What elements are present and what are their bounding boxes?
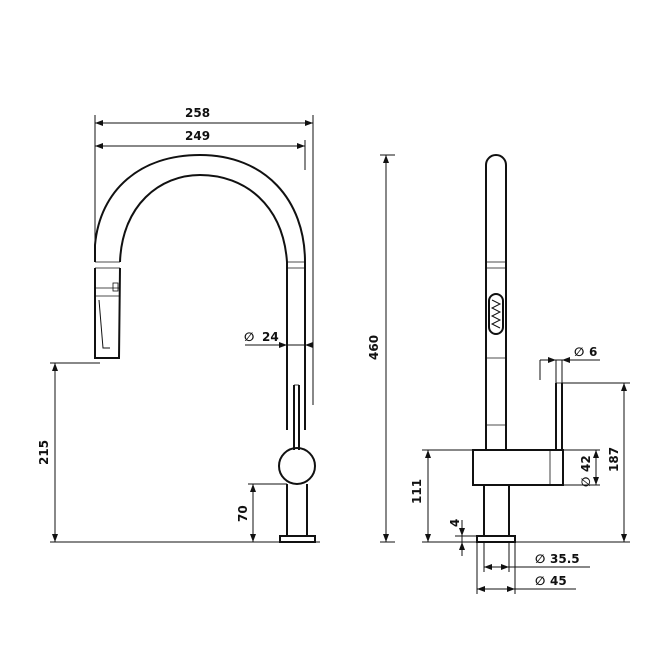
dim-45-arrow-right (507, 586, 515, 592)
dim-70-label: 70 (236, 505, 250, 522)
spray-head (94, 267, 121, 359)
dim-460-arrow-top (383, 155, 389, 163)
side-view: ∅ 6 ∅ 42 187 111 4 ∅ (410, 154, 630, 594)
dim-4-arrow-bottom (459, 542, 465, 550)
dim-70-arrow-bottom (250, 534, 256, 542)
dim-4-label: 4 (448, 519, 462, 527)
dim-215-label: 215 (37, 440, 51, 465)
dim-6-arrow-left (548, 357, 556, 363)
dim-42-arrow-bottom (593, 477, 599, 485)
dim-249-arrow-right (297, 143, 305, 149)
side-spray-grip (490, 299, 502, 329)
side-body-block (472, 449, 564, 486)
dim-355-arrow-left (484, 564, 492, 570)
spout-outer-outline (94, 153, 306, 430)
dim-249-arrow-left (95, 143, 103, 149)
dim-6-symbol: ∅ (574, 345, 584, 359)
dim-42-label: 42 (579, 455, 593, 472)
side-spray-button (488, 293, 504, 335)
dim-6-arrow-right (562, 357, 570, 363)
dim-187-arrow-bottom (621, 534, 627, 542)
dim-460-arrow-bottom (383, 534, 389, 542)
dim-215-arrow-bottom (52, 534, 58, 542)
dim-24-arrow-left (279, 342, 287, 348)
dim-460-label: 460 (367, 335, 381, 360)
dim-45-symbol: ∅ (535, 574, 545, 588)
dim-187-label: 187 (607, 447, 621, 472)
dim-24-arrow-right (305, 342, 313, 348)
dim-24-symbol: ∅ (244, 330, 254, 344)
front-base (279, 535, 316, 543)
spray-detail (112, 282, 119, 292)
dim-355-symbol: ∅ (535, 552, 545, 566)
dim-6-label: 6 (589, 345, 597, 359)
dim-4-arrow-top (459, 528, 465, 536)
dim-70-arrow-top (250, 484, 256, 492)
side-spout-tube (485, 154, 507, 450)
spray-button (98, 299, 110, 349)
dim-42-arrow-top (593, 450, 599, 458)
dim-42-symbol: ∅ (579, 477, 593, 487)
dim-45-arrow-left (477, 586, 485, 592)
dim-249-label: 249 (185, 129, 210, 143)
front-handle-knob (278, 447, 316, 485)
dim-111-arrow-bottom (425, 534, 431, 542)
dim-258-label: 258 (185, 106, 210, 120)
dim-258-arrow-right (305, 120, 313, 126)
dim-258-arrow-left (95, 120, 103, 126)
front-view: 258 249 ∅ 24 215 70 460 (37, 106, 395, 543)
dim-355-label: 35.5 (550, 552, 580, 566)
dim-111-arrow-top (425, 450, 431, 458)
dim-355-arrow-right (501, 564, 509, 570)
dim-24-label: 24 (262, 330, 279, 344)
spout-inner-outline (119, 173, 288, 430)
dim-215-arrow-top (52, 363, 58, 371)
dim-187-arrow-top (621, 383, 627, 391)
dim-111-label: 111 (410, 479, 424, 504)
dim-45-label: 45 (550, 574, 567, 588)
side-base (476, 535, 516, 543)
